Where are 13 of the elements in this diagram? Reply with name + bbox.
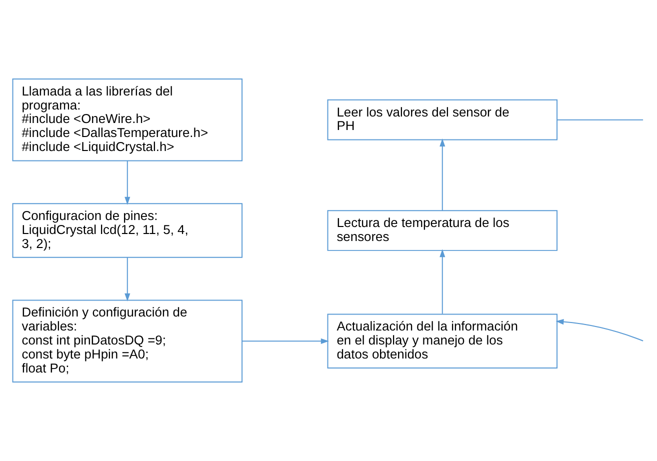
node-box: Llamada a las librerías del programa: #include <OneWire.h> #include <DallasTemperature.h> #include <LiquidCrystal.h>: [12, 78, 243, 162]
arrow: [124, 257, 130, 302]
arrow: [242, 338, 329, 344]
node-box: Leer los valores del sensor de PH: [327, 99, 558, 140]
arrow: [440, 249, 446, 314]
arrow: [124, 160, 130, 205]
arrow: [556, 319, 644, 342]
node-box: Configuracion de pines: LiquidCrystal lcd(12, 11, 5, 4, 3, 2);: [12, 203, 243, 258]
node-box: Actualización del la información en el display y manejo de los datos obtenidos: [327, 314, 558, 369]
node-box: Definición y configuración de variables: const int pinDatosDQ =9; const byte pHpin =A0; float Po;: [12, 300, 243, 383]
node-box: Lectura de temperatura de los sensores: [327, 210, 558, 251]
connector: [556, 119, 644, 120]
arrow: [440, 138, 446, 212]
